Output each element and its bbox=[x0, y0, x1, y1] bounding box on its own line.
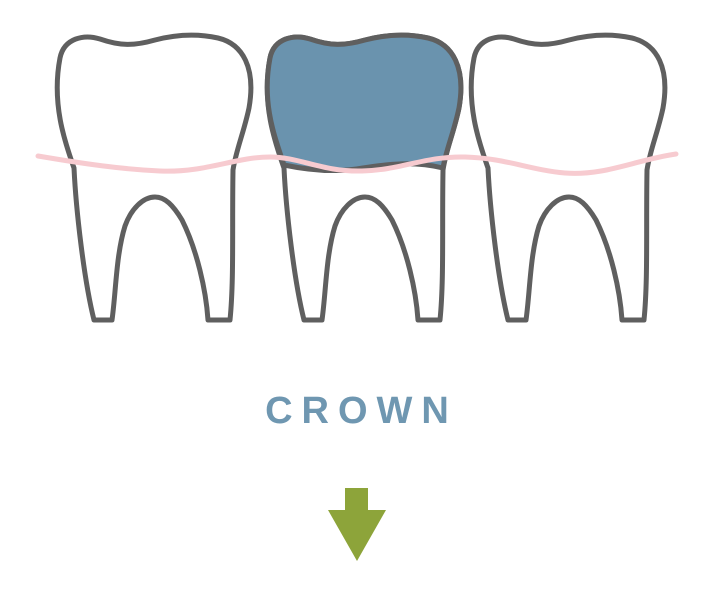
right-tooth-outline bbox=[468, 32, 668, 323]
crown-cap bbox=[264, 32, 464, 174]
center-tooth bbox=[264, 32, 464, 323]
gum-line bbox=[35, 151, 679, 176]
left-tooth-outline bbox=[54, 32, 254, 323]
down-arrow-icon bbox=[328, 488, 386, 561]
left-tooth bbox=[54, 32, 254, 323]
crown-label: CROWN bbox=[265, 390, 458, 432]
right-tooth bbox=[468, 32, 668, 323]
